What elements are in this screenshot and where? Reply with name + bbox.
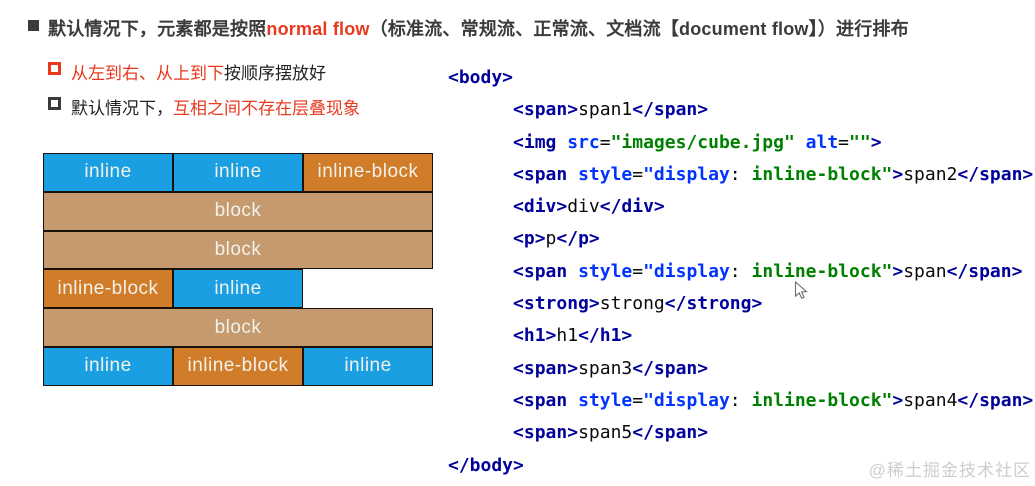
diagram-box-inline: inline: [173, 153, 303, 192]
diagram-box-block: block: [43, 230, 433, 270]
diagram-box-inline: inline: [43, 153, 173, 192]
code-line: <span style="display: inline-block">span…: [513, 260, 1023, 282]
watermark: @稀土掘金技术社区: [868, 461, 1031, 480]
code-line: <img src="images/cube.jpg" alt="">: [513, 131, 882, 153]
title-prefix: 默认情况下，元素都是按照: [48, 19, 267, 39]
code-line: <h1>h1</h1>: [513, 325, 633, 347]
code-line: <span>span1</span>: [513, 99, 709, 121]
mouse-cursor-icon: [794, 281, 808, 300]
diagram-box-inline: inline: [43, 346, 173, 386]
bullet-text: 从左到右、从上到下按顺序摆放好: [71, 59, 326, 84]
code-line: <span style="display: inline-block">span…: [513, 389, 1034, 411]
bullet-text-segment: 默认情况下，: [71, 99, 173, 118]
diagram-box-inline-block: inline-block: [43, 269, 173, 309]
bullet-text-segment: 从左到右、从上到下: [71, 64, 224, 83]
code-line: <body>: [448, 67, 514, 88]
page-title: 默认情况下，元素都是按照normal flow（标准流、常规流、正常流、文档流【…: [28, 15, 909, 41]
sub-bullet: 从左到右、从上到下按顺序摆放好: [48, 59, 326, 84]
title-highlight: normal flow: [266, 19, 370, 39]
diagram-box-block: block: [43, 191, 433, 231]
bullet-text-segment: 互相之间不存在层叠现象: [173, 99, 360, 118]
code-line: <span>span5</span>: [513, 422, 709, 444]
hollow-square-bullet-icon: [48, 62, 61, 75]
code-line: <p>p</p>: [513, 228, 600, 250]
diagram-box-inline-block: inline-block: [303, 153, 433, 192]
sub-bullet: 默认情况下，互相之间不存在层叠现象: [48, 94, 360, 119]
bullet-text-segment: 按顺序摆放好: [224, 64, 326, 83]
code-line: </body>: [448, 454, 524, 476]
diagram-box-inline: inline: [173, 269, 303, 309]
title-suffix: （标准流、常规流、正常流、文档流【document flow】）进行排布: [369, 19, 909, 39]
diagram-box-block: block: [43, 308, 433, 347]
code-line: <span style="display: inline-block">span…: [513, 163, 1034, 185]
diagram-box-inline-block: inline-block: [173, 346, 303, 386]
code-line: <div>div</div>: [513, 196, 665, 218]
code-line: <strong>strong</strong>: [513, 293, 763, 315]
filled-square-bullet-icon: [28, 20, 39, 31]
code-block: <body> <span>span1</span> <img src="imag…: [448, 62, 1033, 482]
bullet-text: 默认情况下，互相之间不存在层叠现象: [71, 94, 360, 119]
diagram-box-inline: inline: [303, 346, 433, 386]
page-title-text: 默认情况下，元素都是按照normal flow（标准流、常规流、正常流、文档流【…: [48, 15, 909, 41]
code-line: <span>span3</span>: [513, 357, 709, 379]
hollow-square-bullet-icon: [48, 97, 61, 110]
